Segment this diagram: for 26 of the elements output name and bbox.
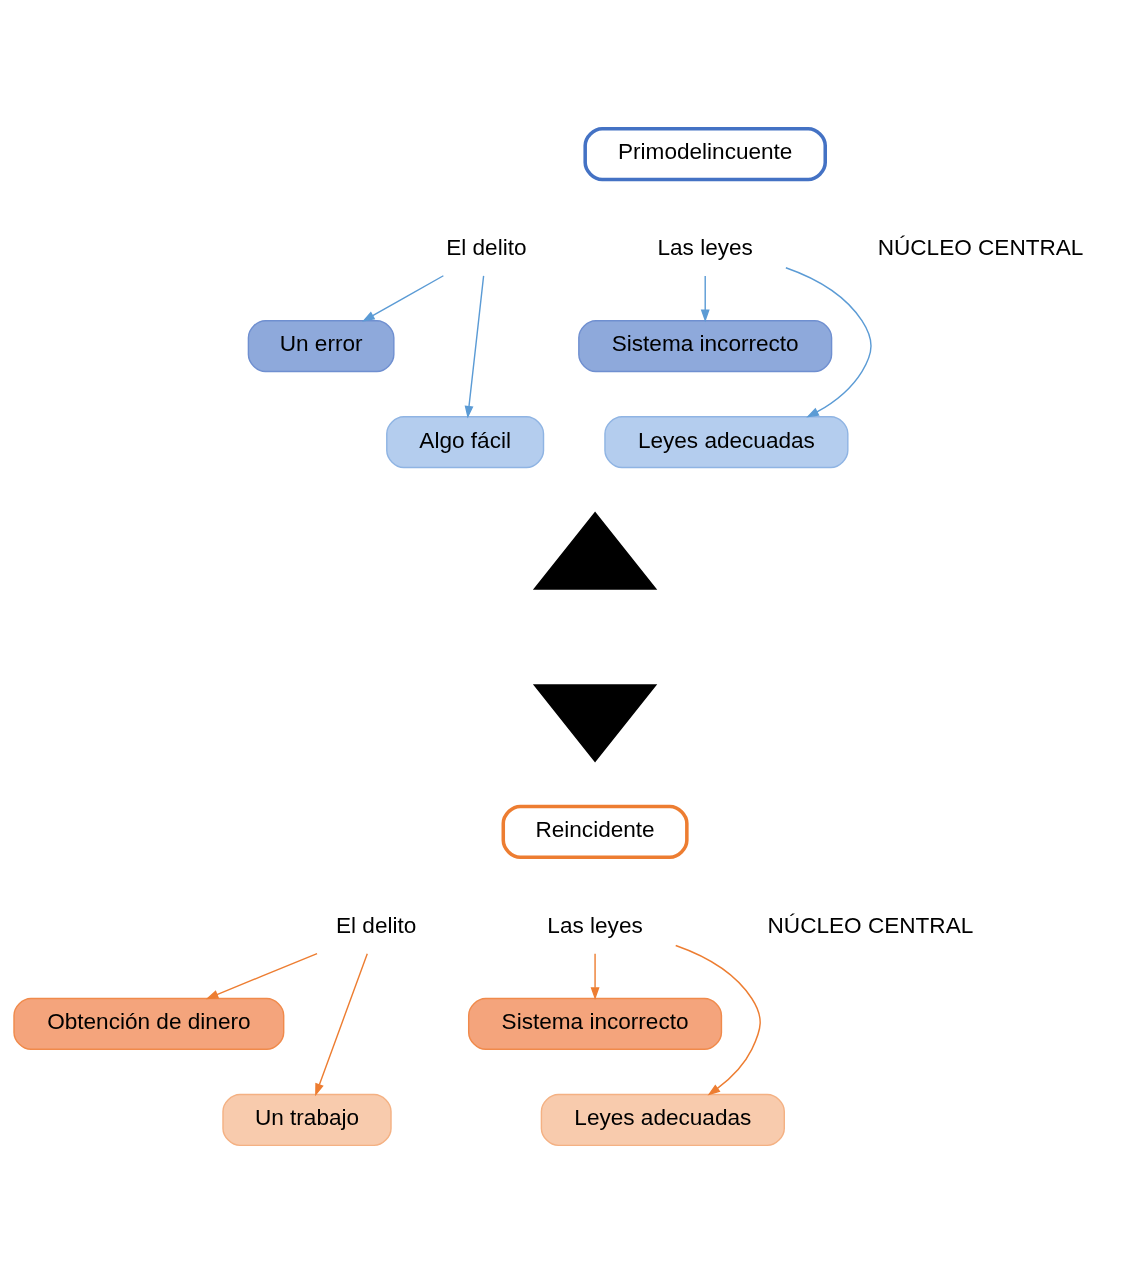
arrow: [205, 952, 318, 999]
arrow: [700, 274, 710, 322]
node-box: Primodelincuente: [583, 126, 827, 181]
node-box: Sistema incorrecto: [467, 997, 723, 1050]
arrow: [464, 274, 485, 419]
label: NÚCLEO CENTRAL: [877, 234, 1084, 260]
node-text: El delito: [336, 912, 417, 938]
node-chevron: [532, 511, 658, 590]
arrow: [590, 952, 600, 1000]
node-box: Leyes adecuadas: [604, 415, 849, 468]
node-box: Sistema incorrecto: [578, 319, 833, 372]
node-box: Leyes adecuadas: [540, 1093, 785, 1146]
node-box: Obtención de dinero: [13, 997, 285, 1050]
arrow: [362, 274, 445, 322]
arrow: [675, 944, 761, 1096]
node-box: Un trabajo: [222, 1093, 392, 1146]
label: NÚCLEO CENTRAL: [767, 912, 974, 938]
arrow: [785, 266, 872, 418]
node-text: Las leyes: [657, 234, 753, 260]
node-text: Las leyes: [547, 912, 643, 938]
arrow: [315, 952, 368, 1096]
node-box: Reincidente: [501, 804, 689, 859]
node-text: El delito: [446, 234, 527, 260]
node-box: Algo fácil: [386, 415, 545, 468]
node-chevron: [532, 683, 658, 762]
node-box: Un error: [247, 319, 395, 372]
